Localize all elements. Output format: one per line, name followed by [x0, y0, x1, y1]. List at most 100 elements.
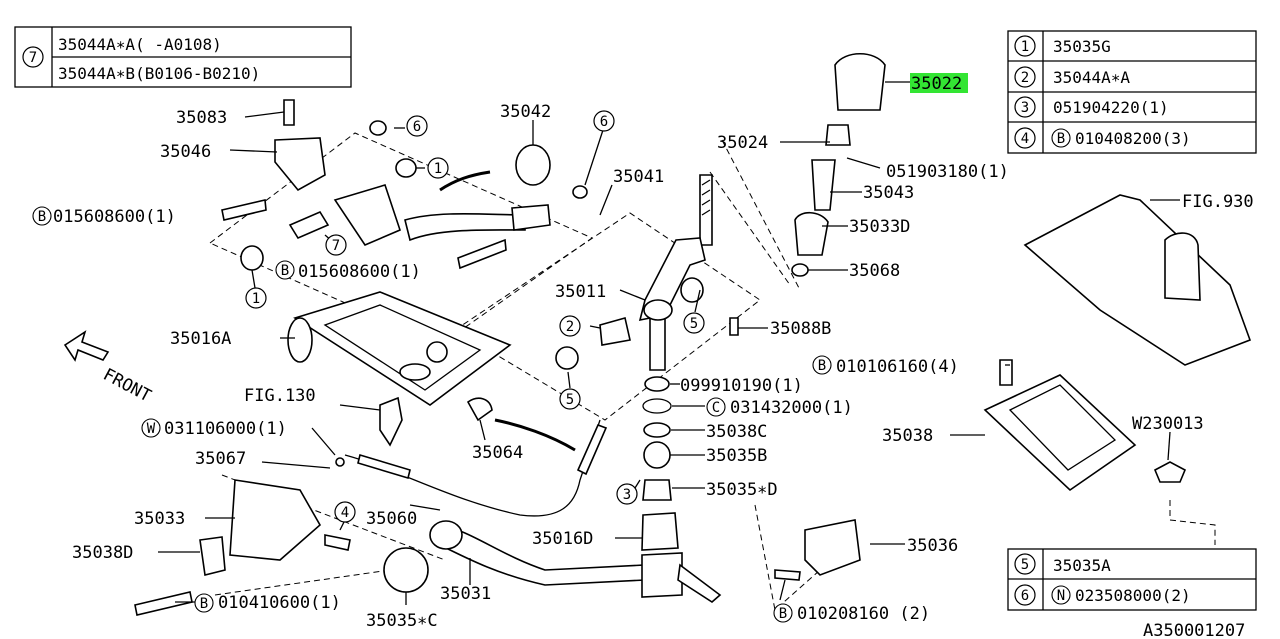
label-35016D[interactable]: 35016D — [532, 529, 593, 549]
front-arrow-icon — [63, 330, 110, 362]
label-35041[interactable]: 35041 — [613, 167, 664, 187]
callout-5b: 5 — [566, 392, 574, 408]
label-35033D[interactable]: 35033D — [849, 217, 910, 237]
part-2-bushing — [599, 317, 631, 346]
label-010208160[interactable]: 010208160 (2) — [797, 604, 930, 624]
part-35035C — [383, 547, 429, 593]
label-35031[interactable]: 35031 — [440, 584, 491, 604]
bolt-010106160 — [999, 359, 1013, 386]
callout-b-e: B — [779, 606, 787, 622]
callout-c: C — [712, 400, 720, 416]
part-35038 — [983, 374, 1137, 492]
diagram-id: A350001207 — [1143, 621, 1245, 639]
label-35035C[interactable]: 35035∗C — [366, 611, 438, 631]
label-35042[interactable]: 35042 — [500, 102, 551, 122]
label-35060[interactable]: 35060 — [366, 509, 417, 529]
callout-7: 7 — [332, 238, 340, 254]
label-051903180[interactable]: 051903180(1) — [886, 162, 1009, 182]
label-35016A[interactable]: 35016A — [170, 329, 231, 349]
legend-text-4: 010408200(3) — [1075, 129, 1191, 148]
label-35038C[interactable]: 35038C — [706, 422, 767, 442]
label-35036[interactable]: 35036 — [907, 536, 958, 556]
label-35038[interactable]: 35038 — [882, 426, 933, 446]
label-35046[interactable]: 35046 — [160, 142, 211, 162]
transmission-cover — [287, 291, 512, 406]
part-031106000 — [335, 457, 345, 467]
label-35083[interactable]: 35083 — [176, 108, 227, 128]
callout-1b: 1 — [252, 291, 260, 307]
legend-num-2: 2 — [1021, 70, 1029, 86]
label-35043[interactable]: 35043 — [863, 183, 914, 203]
part-35016D — [641, 512, 679, 551]
callout-2: 2 — [566, 319, 574, 335]
label-010410600[interactable]: 010410600(1) — [218, 593, 341, 613]
part-35041 — [511, 204, 551, 231]
legend-num-1: 1 — [1021, 39, 1029, 55]
label-35024[interactable]: 35024 — [717, 133, 768, 153]
cable-end — [357, 453, 411, 480]
part-6-nut-b — [572, 185, 588, 199]
part-35064 — [466, 397, 493, 422]
label-031432000[interactable]: 031432000(1) — [730, 398, 853, 418]
label-031106000[interactable]: 031106000(1) — [164, 419, 287, 439]
label-35067[interactable]: 35067 — [195, 449, 246, 469]
part-031432000 — [642, 398, 672, 414]
legend-text-1: 35035G — [1053, 37, 1111, 56]
legend-row-7b: 35044A∗B(B0106-B0210) — [58, 64, 260, 83]
legend-num-3: 3 — [1021, 100, 1029, 116]
legend-table-top-left: 7 35044A∗A( -A0108) 35044A∗B(B0106-B0210… — [14, 26, 352, 88]
callout-b-b: B — [281, 263, 289, 279]
label-35038D[interactable]: 35038D — [72, 543, 133, 563]
label-35035B[interactable]: 35035B — [706, 446, 767, 466]
part-5-bushing-b — [555, 346, 579, 370]
legend-table-bottom-right: 5 6 35035A N 023508000(2) — [1007, 548, 1257, 611]
label-35088B[interactable]: 35088B — [770, 319, 831, 339]
part-35038D — [199, 536, 226, 576]
part-35083 — [283, 99, 295, 126]
legend-text-5: 35035A — [1053, 556, 1111, 575]
label-fig930[interactable]: FIG.930 — [1182, 192, 1254, 212]
label-015608600-a[interactable]: 015608600(1) — [53, 207, 176, 227]
label-W230013[interactable]: W230013 — [1132, 414, 1204, 434]
label-015608600-b[interactable]: 015608600(1) — [298, 262, 421, 282]
front-label: FRONT — [100, 365, 155, 407]
label-35064[interactable]: 35064 — [472, 443, 523, 463]
callout-3: 3 — [623, 487, 631, 503]
part-7-bushing — [288, 210, 330, 240]
shift-knob — [791, 53, 886, 277]
part-35042 — [515, 144, 551, 186]
label-099910190[interactable]: 099910190(1) — [680, 376, 803, 396]
callout-w: W — [147, 421, 156, 437]
part-35088B — [729, 317, 739, 336]
label-35068[interactable]: 35068 — [849, 261, 900, 281]
callout-6a: 6 — [413, 119, 421, 135]
part-5-bushing-a — [680, 277, 704, 303]
part-35036 — [804, 519, 861, 576]
part-35035D — [642, 479, 672, 501]
bolt-015608600-a — [221, 199, 267, 221]
label-35035D[interactable]: 35035∗D — [706, 480, 778, 500]
console-boot — [1023, 194, 1252, 366]
bolt-4 — [324, 534, 351, 551]
label-35011[interactable]: 35011 — [555, 282, 606, 302]
part-35046 — [274, 137, 326, 192]
callout-6b: 6 — [600, 114, 608, 130]
label-010106160[interactable]: 010106160(4) — [836, 357, 959, 377]
part-35035B — [643, 441, 671, 469]
legend-text-2: 35044A∗A — [1053, 68, 1130, 87]
legend-num-4: 4 — [1021, 131, 1029, 147]
legend-num-6: 6 — [1021, 588, 1029, 604]
label-35022[interactable]: 35022 — [911, 74, 962, 94]
legend-row-7a: 35044A∗A( -A0108) — [58, 35, 222, 54]
legend-text-6: 023508000(2) — [1075, 586, 1191, 605]
label-fig130[interactable]: FIG.130 — [244, 386, 316, 406]
part-35033 — [229, 479, 322, 561]
callout-4: 4 — [341, 505, 349, 521]
part-1-bushing-b — [240, 245, 264, 271]
part-W230013 — [1153, 461, 1187, 483]
part-labels: 35083 35046 015608600(1) 015608600(1) 35… — [53, 102, 1254, 631]
legend-table-top-right: 1 2 3 4 35035G 35044A∗A 051904220(1) B 0… — [1007, 30, 1257, 154]
bolt-010410600 — [134, 591, 193, 616]
leader-lines — [158, 81, 1180, 605]
label-35033[interactable]: 35033 — [134, 509, 185, 529]
